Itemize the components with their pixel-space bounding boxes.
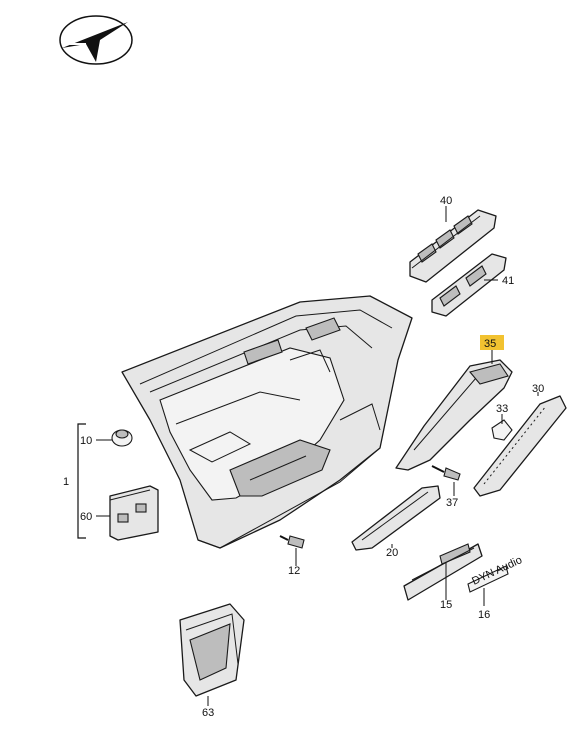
label-15: 15 bbox=[440, 599, 452, 611]
leader-lines bbox=[96, 206, 539, 706]
switch-part bbox=[431, 253, 507, 317]
trim-strip-part bbox=[473, 395, 567, 497]
armrest-trim-part bbox=[351, 485, 441, 551]
label-12: 12 bbox=[288, 565, 300, 577]
screw-part-12 bbox=[279, 535, 305, 549]
checkmark-plane-logo bbox=[59, 15, 133, 65]
label-1: 1 bbox=[63, 476, 69, 488]
clip-part-10 bbox=[111, 429, 133, 447]
bracket-part bbox=[109, 485, 159, 541]
label-20: 20 bbox=[386, 547, 398, 559]
screw-part bbox=[431, 465, 461, 481]
label-37: 37 bbox=[446, 497, 458, 509]
highlight-box-35 bbox=[480, 335, 504, 350]
label-40: 40 bbox=[440, 195, 452, 207]
group-bracket bbox=[77, 423, 86, 539]
badge-text: DYN Audio bbox=[470, 554, 524, 588]
speaker-cover-part bbox=[403, 543, 483, 601]
door-trim-panel bbox=[121, 295, 413, 549]
label-60: 60 bbox=[80, 511, 92, 523]
foam-insert-part bbox=[179, 603, 245, 697]
label-33: 33 bbox=[496, 403, 508, 415]
label-10: 10 bbox=[80, 435, 92, 447]
label-30: 30 bbox=[532, 383, 544, 395]
window-switch-part bbox=[409, 209, 497, 283]
label-16: 16 bbox=[478, 609, 490, 621]
grab-handle-trim-part bbox=[395, 359, 513, 471]
label-35: 35 bbox=[484, 338, 496, 350]
label-41: 41 bbox=[502, 275, 514, 287]
label-63: 63 bbox=[202, 707, 214, 719]
